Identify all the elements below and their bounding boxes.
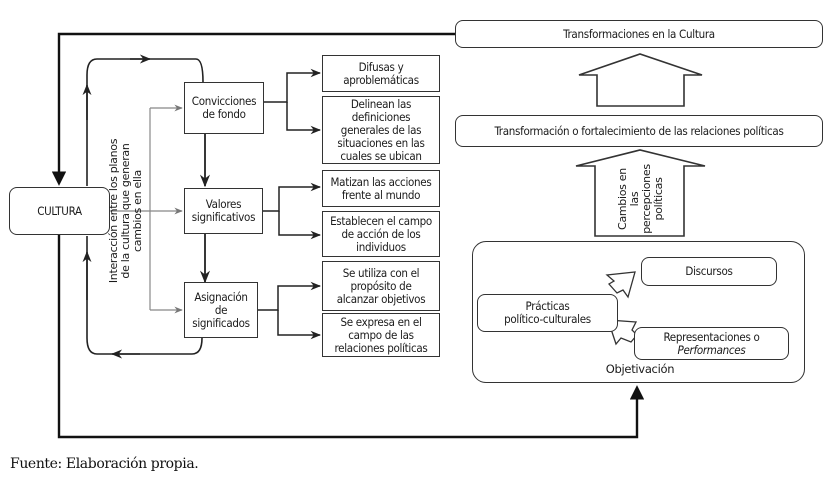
asignacion-line2: de xyxy=(214,302,228,317)
outcome-text: Delinean las definiciones generales de l… xyxy=(337,96,425,163)
outcome-text: Se expresa en el campo de las relaciones… xyxy=(334,314,428,355)
practicas-line2: político-culturales xyxy=(504,312,591,326)
convicciones-line2: de fondo xyxy=(202,107,246,121)
interaction-label-line3: cambios en ella xyxy=(131,170,144,252)
cultura-box: CULTURA xyxy=(9,187,110,235)
outcome-text: Difusas y aproblemáticas xyxy=(343,59,419,87)
practicas-line1: Prácticas xyxy=(525,299,570,313)
objetivacion-label: Objetivación xyxy=(605,362,675,376)
valores-line2: significativos xyxy=(191,210,256,224)
discursos-box: Discursos xyxy=(641,257,777,286)
hollow-arrow-up-perceptions xyxy=(575,149,706,237)
feedback-line-bottom xyxy=(57,234,645,439)
representaciones-line2: Performances xyxy=(677,342,746,357)
cultura-label: CULTURA xyxy=(37,203,82,218)
discursos-label: Discursos xyxy=(685,264,733,278)
asignacion-line1: Asignación xyxy=(194,289,248,304)
interaction-label: Interacción entre los planos de la cultu… xyxy=(107,123,144,299)
outcome-utiliza: Se utiliza con el propósito de alcanzar … xyxy=(322,261,440,311)
outcome-text: Matizan las acciones frente al mundo xyxy=(330,174,432,202)
outcome-text: Establecen el campo de acción de los ind… xyxy=(330,213,432,254)
outcome-difusas: Difusas y aproblemáticas xyxy=(322,55,440,92)
feedback-line-top xyxy=(51,32,456,186)
valores-line1: Valores xyxy=(205,197,242,211)
outcome-expresa: Se expresa en el campo de las relaciones… xyxy=(322,313,440,357)
transformaciones-cultura-box: Transformaciones en la Cultura xyxy=(455,20,823,48)
outcome-delinean: Delinean las definiciones generales de l… xyxy=(322,96,440,164)
inner-loop-up xyxy=(86,58,204,186)
relaciones-politicas-box: Transformación o fortalecimiento de las … xyxy=(455,115,823,147)
perceptions-line4: políticas xyxy=(652,177,665,221)
representaciones-line1: Representaciones o xyxy=(663,329,760,344)
outcome-matizan: Matizan las acciones frente al mundo xyxy=(322,170,440,207)
objetivacion-container xyxy=(472,241,805,383)
figure-caption: Fuente: Elaboración propia. xyxy=(10,456,199,472)
perceptions-arrow-label: Cambios en las percepciones políticas xyxy=(616,164,665,234)
outcome-text: Se utiliza con el propósito de alcanzar … xyxy=(336,265,426,306)
hollow-arrow-up-top xyxy=(578,53,703,107)
asignacion-line3: significados xyxy=(192,315,250,330)
transformaciones-cultura-label: Transformaciones en la Cultura xyxy=(563,26,715,41)
outcome-establecen: Establecen el campo de acción de los ind… xyxy=(322,211,440,257)
convicciones-line1: Convicciones xyxy=(191,94,257,108)
inner-loop-down xyxy=(86,236,203,355)
hollow-arrow-to-discursos xyxy=(605,271,636,299)
relaciones-politicas-label: Transformación o fortalecimiento de las … xyxy=(494,123,784,138)
